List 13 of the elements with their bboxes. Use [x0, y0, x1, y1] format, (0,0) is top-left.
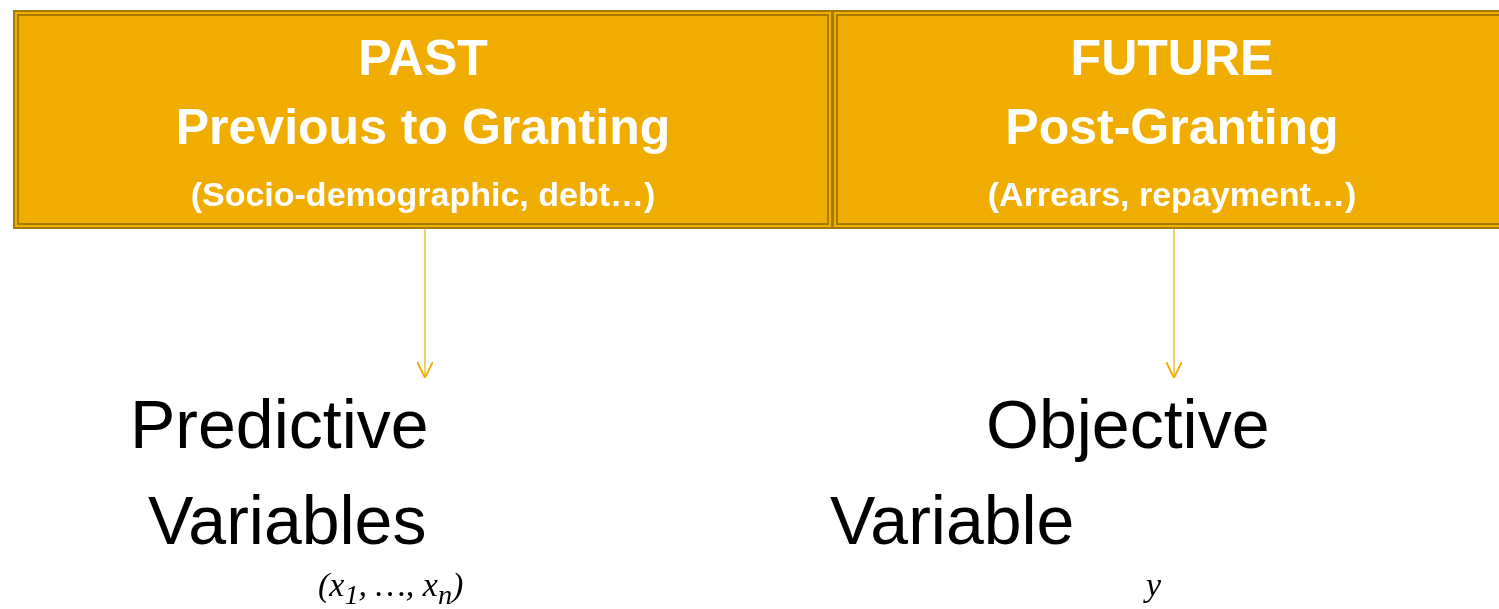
- period-box: [832, 10, 1499, 229]
- math-notation: (x$_{1}$, …, x$_{n}$): [318, 566, 464, 609]
- period-examples: (Socio-demographic, debt…): [189, 174, 657, 215]
- arrow: [1165, 228, 1183, 379]
- period-examples: (Arrears, repayment…): [986, 174, 1358, 215]
- variable-label: Objective Variable: [830, 385, 1271, 560]
- period-title: Post-Granting: [1004, 98, 1340, 157]
- period-heading: FUTURE: [1069, 29, 1275, 88]
- period-box: [13, 10, 833, 229]
- arrow: [416, 228, 434, 379]
- period-title: Previous to Granting: [174, 98, 672, 157]
- variable-label: Predictive Variables: [130, 385, 430, 560]
- period-heading: PAST: [357, 29, 489, 88]
